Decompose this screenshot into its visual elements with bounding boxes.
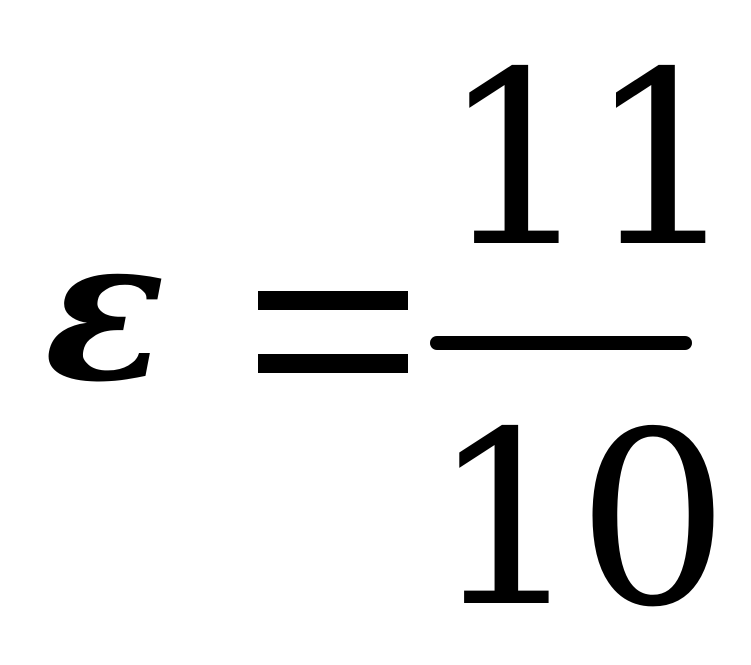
equals-sign-top-bar (258, 291, 408, 310)
fraction-denominator: 10 (430, 380, 729, 660)
epsilon-symbol: ε (44, 192, 166, 427)
equals-sign-bottom-bar (258, 354, 408, 373)
fraction-bar (430, 336, 692, 350)
fraction-numerator: 11 (440, 20, 739, 300)
